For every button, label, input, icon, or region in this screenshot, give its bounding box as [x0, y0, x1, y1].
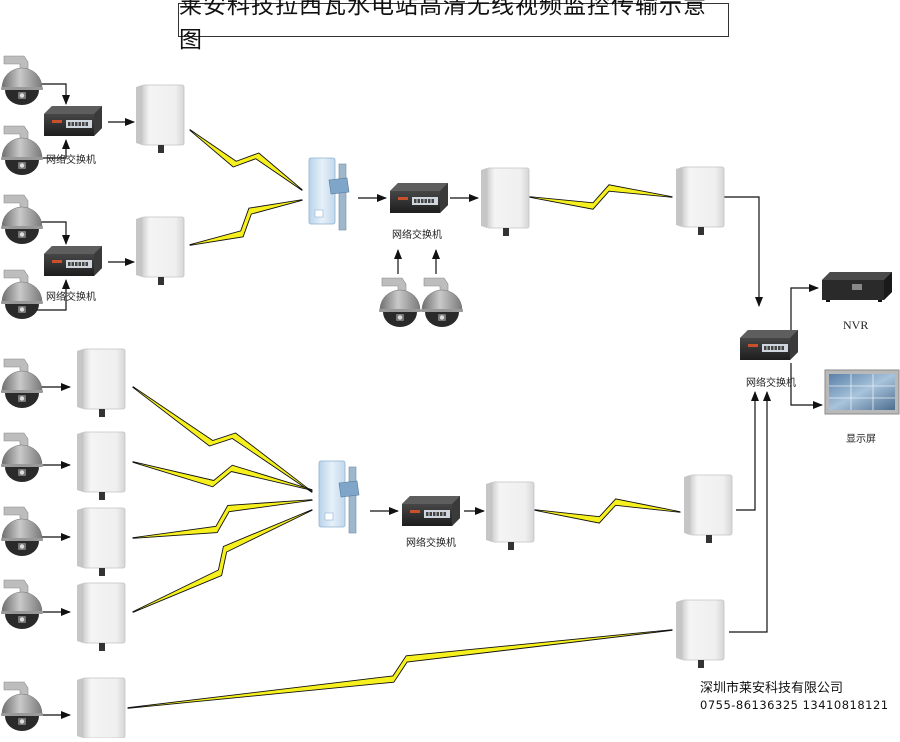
link-cam4-switch2 — [37, 279, 70, 311]
camera-icon — [0, 194, 44, 245]
panel-antenna-icon — [76, 348, 126, 418]
camera-icon — [420, 277, 464, 328]
panel-antenna-icon — [76, 431, 126, 501]
connections — [37, 83, 823, 719]
camera-icon — [0, 125, 44, 176]
wireless-link-panel8-sector2 — [132, 509, 313, 613]
link-panel11-central — [736, 391, 759, 511]
link-panel12-central — [729, 391, 771, 633]
nvr-icon — [822, 272, 892, 302]
link-central-display — [790, 363, 823, 409]
display-label: 显示屏 — [846, 434, 876, 445]
switch-label: 网络交换机 — [46, 292, 96, 303]
switch-label: 网络交换机 — [46, 155, 96, 166]
cameras-upper-left — [0, 55, 44, 320]
camera-icon — [0, 432, 44, 483]
wireless-link-panel6-sector2 — [132, 461, 313, 491]
panel-antenna-icon — [135, 216, 185, 286]
company-phones: 0755-86136325 13410818121 — [700, 698, 889, 712]
wireless-link-panel9-panel12 — [127, 629, 673, 709]
company-info: 深圳市莱安科技有限公司 0755-86136325 13410818121 — [700, 681, 889, 713]
central-switch-label: 网络交换机 — [746, 378, 796, 389]
cameras-center — [378, 277, 464, 328]
camera-icon — [0, 55, 44, 106]
display-screen-icon — [824, 369, 900, 415]
link-cam1-switch1 — [37, 83, 70, 105]
switch-label: 网络交换机 — [392, 230, 442, 241]
wireless-link-panel10-panel11 — [534, 498, 681, 524]
company-name: 深圳市莱安科技有限公司 — [700, 681, 844, 696]
panel-antenna-icon — [675, 166, 725, 236]
panel-antenna-icon — [485, 481, 535, 551]
camera-icon — [0, 358, 44, 409]
wireless-link-panel1-sector1 — [189, 128, 303, 192]
camera-icon — [0, 681, 44, 732]
camera-icon — [0, 506, 44, 557]
camera-icon — [0, 579, 44, 630]
switch-label: 网络交换机 — [406, 538, 456, 549]
link-cam2-switch1 — [37, 139, 70, 159]
central-switch-icon — [740, 330, 798, 360]
panel-antenna-icon — [480, 167, 530, 237]
panel-antenna-icon — [76, 582, 126, 652]
network-switch-icon — [44, 106, 102, 136]
diagram-title: 莱安科技拉西瓦水电站高清无线视频监控传输示意图 — [178, 0, 729, 53]
link-central-nvr — [790, 284, 819, 330]
wireless-link-panel3-panel4 — [529, 184, 673, 210]
wireless-link-panel2-sector1 — [189, 199, 303, 246]
wireless-link-panel7-sector2 — [132, 499, 313, 539]
camera-icon — [378, 277, 422, 328]
panel-antenna-icon — [135, 84, 185, 154]
wireless-link-panel5-sector2 — [132, 386, 313, 493]
cameras-lower-left — [0, 358, 44, 732]
sector-antennas — [308, 157, 360, 534]
wireless-links — [127, 128, 681, 709]
sector-antenna-icon — [308, 157, 350, 231]
network-switch-icon — [44, 246, 102, 276]
link-panel4-central — [722, 196, 763, 307]
nvr-label: NVR — [843, 318, 869, 332]
network-switch-icon — [402, 496, 460, 526]
panel-antenna-icon — [683, 474, 733, 544]
panel-antenna-icon — [76, 677, 126, 742]
link-cam3-switch2 — [37, 221, 70, 245]
sector-antenna-icon — [318, 460, 360, 534]
camera-icon — [0, 269, 44, 320]
panel-antenna-icon — [76, 507, 126, 577]
panel-antennas — [76, 84, 733, 742]
panel-antenna-icon — [675, 599, 725, 669]
network-switch-icon — [390, 183, 448, 213]
